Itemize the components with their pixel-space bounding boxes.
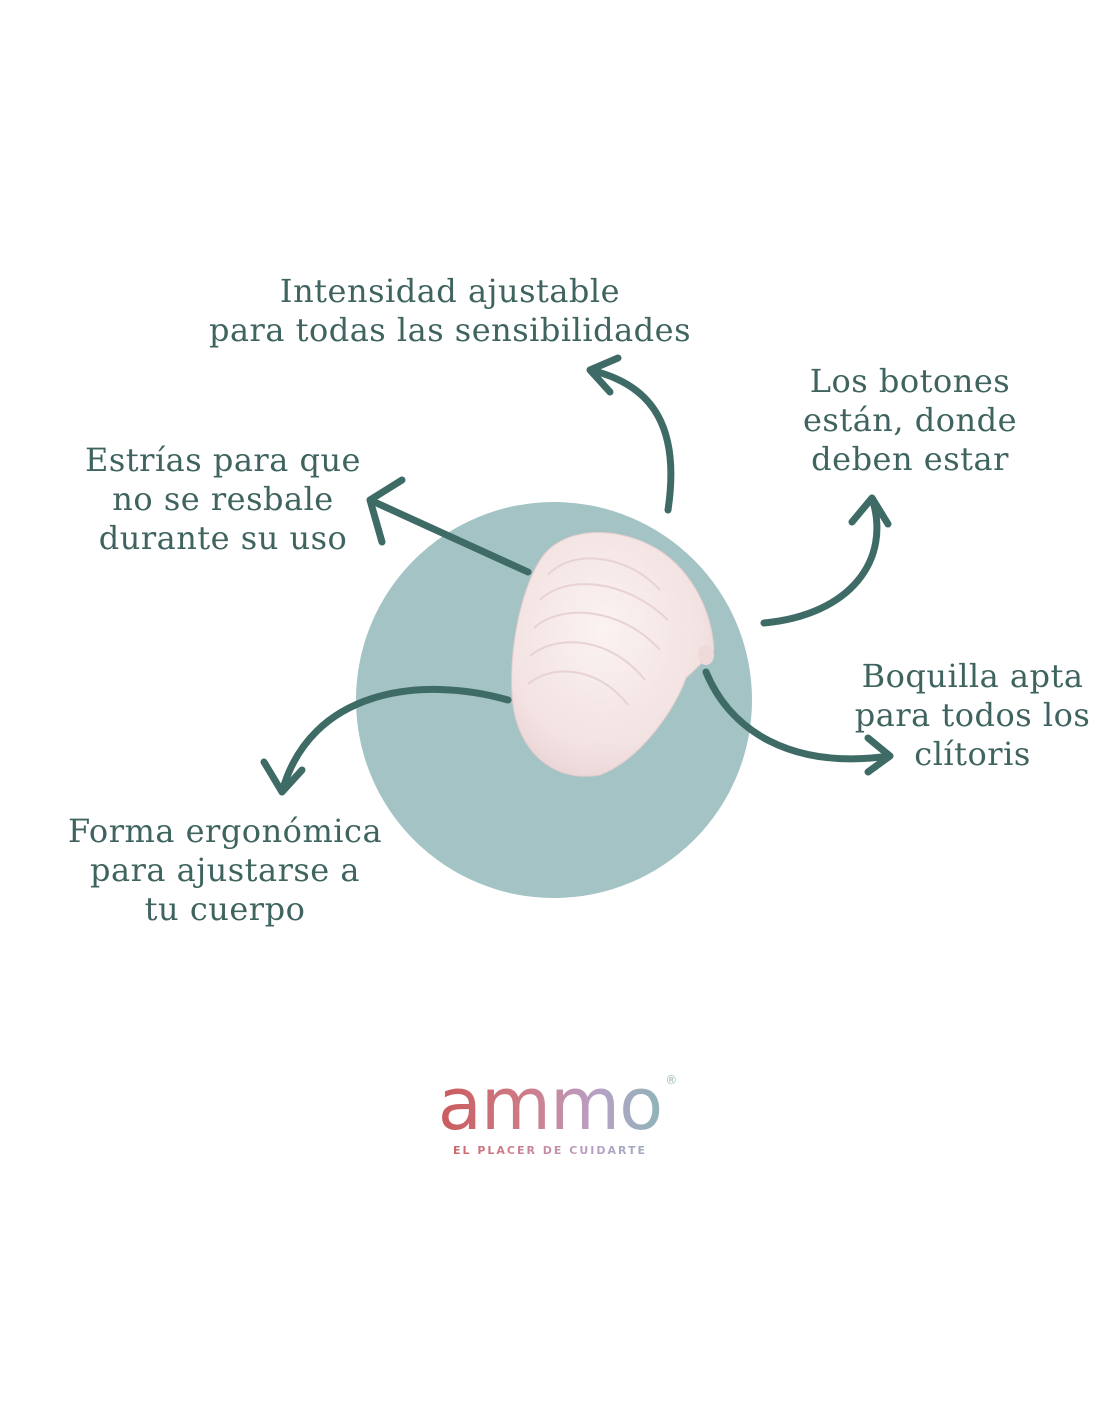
logo-brand-text: ammo [437, 1062, 663, 1146]
feature-estrias-line-3: durante su uso [98, 519, 348, 558]
feature-estrias: Estrías para que no se resbale durante s… [48, 441, 398, 558]
arrow-boquilla [702, 668, 894, 776]
feature-intensidad-line-1: Intensidad ajustable [279, 272, 621, 310]
feature-forma-line-3: tu cuerpo [144, 890, 306, 929]
feature-intensidad: Intensidad ajustable para todas las sens… [200, 272, 700, 350]
feature-forma-line-1: Forma ergonómica [67, 812, 383, 850]
feature-forma-line-2: para ajustarse a [90, 851, 360, 890]
arrow-botones [760, 494, 892, 627]
feature-botones-line-2: están, donde [802, 401, 1018, 440]
registered-mark: ® [665, 1073, 677, 1087]
feature-estrias-line-1: Estrías para que [85, 441, 361, 479]
arrow-intensidad [586, 354, 675, 514]
feature-intensidad-line-2: para todas las sensibilidades [208, 311, 691, 350]
device-image [511, 531, 715, 777]
feature-estrias-line-2: no se resbale [112, 480, 334, 519]
arrow-estrias [366, 476, 532, 576]
feature-boquilla-line-1: Boquilla apta [861, 657, 1084, 695]
feature-botones-line-1: Los botones [809, 362, 1011, 400]
brand-logo: ammo® EL PLACER DE CUIDARTE [420, 1068, 680, 1157]
logo-wordmark: ammo® [438, 1068, 677, 1140]
logo-tagline: EL PLACER DE CUIDARTE [420, 1144, 680, 1157]
feature-botones-line-3: deben estar [811, 440, 1009, 479]
arrow-forma [260, 685, 512, 796]
feature-boquilla-line-3: clítoris [914, 735, 1031, 774]
feature-forma: Forma ergonómica para ajustarse a tu cue… [40, 812, 410, 929]
feature-boquilla-line-2: para todos los [854, 696, 1091, 735]
feature-boquilla: Boquilla apta para todos los clítoris [845, 657, 1100, 774]
feature-botones: Los botones están, donde deben estar [790, 362, 1030, 479]
